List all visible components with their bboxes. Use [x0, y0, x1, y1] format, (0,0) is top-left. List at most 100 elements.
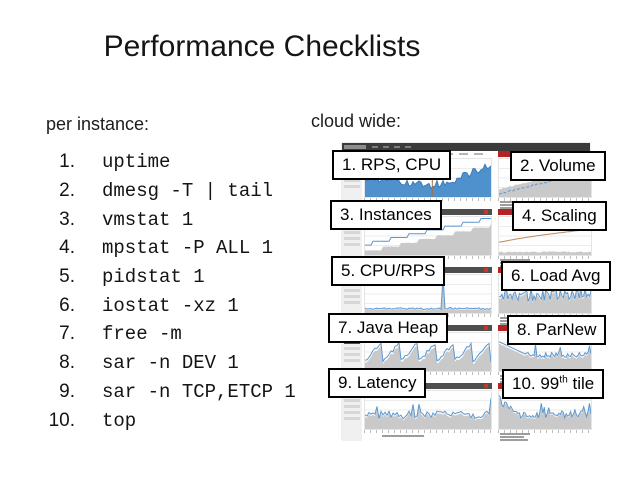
topbar-menu-item — [405, 146, 411, 148]
cloud-wide-heading: cloud wide: — [311, 111, 402, 131]
alert-badge — [498, 325, 512, 331]
command-text: pidstat 1 — [102, 266, 205, 289]
list-item: 10.top — [44, 406, 296, 435]
chart-legend — [500, 433, 530, 435]
list-number: 9. — [59, 380, 75, 402]
chart-label-7: 7. Java Heap — [328, 313, 449, 343]
chart-label-4: 4. Scaling — [512, 201, 607, 231]
chart-label-9: 9. Latency — [328, 368, 427, 398]
list-number: 7. — [59, 323, 75, 345]
label-text-post: tile — [567, 374, 595, 393]
list-item: 5. pidstat 1 — [44, 263, 296, 292]
command-text: sar -n TCP,ETCP 1 — [102, 380, 296, 403]
label-text: 10. 99 — [512, 374, 560, 393]
dashboard-sidebar — [342, 390, 362, 441]
sidebar-item — [344, 411, 360, 414]
list-number: 6. — [59, 294, 75, 316]
panel-header-alert-icon — [484, 384, 488, 388]
sidebar-item — [344, 405, 360, 408]
x-axis-ticks — [498, 256, 592, 259]
command-list: 1. uptime 2. dmesg -T | tail 3. vmstat 1 4. mps… — [44, 148, 296, 435]
command-text: sar -n DEV 1 — [102, 352, 239, 375]
list-item: 4. mpstat -P ALL 1 — [44, 234, 296, 263]
chart-legend — [382, 435, 424, 437]
sidebar-item — [344, 231, 360, 234]
chart-legend — [500, 436, 524, 438]
chart-legend — [500, 259, 530, 261]
chart-label-8: 8. ParNew — [507, 315, 607, 345]
sidebar-item — [344, 243, 360, 246]
chart-legend — [500, 439, 528, 441]
topbar-menu-item — [383, 146, 389, 148]
list-number: 5. — [59, 266, 75, 288]
x-axis-ticks — [364, 430, 492, 433]
alert-badge — [498, 151, 512, 157]
per-instance-heading: per instance: — [46, 114, 150, 134]
list-number: 4. — [59, 237, 75, 259]
label-text: 5. CPU/RPS — [341, 261, 436, 280]
sidebar-item — [344, 301, 360, 304]
list-item: 8. sar -n DEV 1 — [44, 349, 296, 378]
command-text: mpstat -P ALL 1 — [102, 237, 274, 260]
sidebar-item — [344, 417, 360, 420]
command-text: top — [102, 409, 137, 432]
dashboard-chart-7 — [364, 341, 492, 371]
sidebar-item — [344, 179, 360, 182]
list-item: 9. sar -n TCP,ETCP 1 — [44, 378, 296, 407]
sidebar-item — [344, 295, 360, 298]
list-number: 2. — [59, 180, 75, 202]
slide-title: Performance Checklists — [103, 30, 421, 63]
panel-header-alert-icon — [484, 268, 488, 272]
x-axis-ticks — [364, 198, 492, 201]
chart-label-1: 1. RPS, CPU — [332, 150, 452, 180]
topbar-menu-item — [372, 146, 378, 148]
label-superscript: th — [559, 374, 568, 386]
dashboard-chart-10 — [498, 395, 592, 429]
alert-badge — [498, 209, 512, 215]
panel-header-alert-icon — [484, 210, 488, 214]
list-item: 6. iostat -xz 1 — [44, 291, 296, 320]
dashboard-chart-9 — [364, 398, 492, 429]
list-number: 3. — [59, 208, 75, 230]
sidebar-item — [344, 399, 360, 402]
list-item: 1. uptime — [44, 148, 296, 177]
label-text: 1. RPS, CPU — [342, 155, 442, 174]
x-axis-ticks — [364, 372, 492, 375]
chart-label-5: 5. CPU/RPS — [331, 256, 446, 286]
label-text: 3. Instances — [340, 205, 432, 224]
command-text: vmstat 1 — [102, 208, 194, 231]
chart-label-2: 2. Volume — [510, 151, 606, 181]
command-text: uptime — [102, 151, 171, 174]
command-text: free -m — [102, 323, 182, 346]
sidebar-item — [344, 347, 360, 350]
list-number: 8. — [59, 352, 75, 374]
label-text: 2. Volume — [520, 156, 596, 175]
sidebar-item — [344, 237, 360, 240]
toolbar-link — [474, 153, 483, 155]
label-text: 4. Scaling — [522, 206, 597, 225]
list-item: 3. vmstat 1 — [44, 205, 296, 234]
label-text: 8. ParNew — [517, 320, 597, 339]
sidebar-item — [344, 359, 360, 362]
panel-header-alert-icon — [484, 326, 488, 330]
chart-label-10: 10. 99th tile — [502, 369, 605, 399]
topbar-menu-item — [394, 146, 400, 148]
list-item: 2. dmesg -T | tail — [44, 177, 296, 206]
label-text: 6. Load Avg — [511, 266, 601, 285]
sidebar-item — [344, 289, 360, 292]
chart-panel-9 — [364, 390, 492, 430]
sidebar-item — [344, 185, 360, 188]
dashboard-topbar — [342, 143, 590, 151]
x-axis-ticks — [498, 198, 592, 201]
list-item: 7. free -m — [44, 320, 296, 349]
list-number: 1. — [59, 151, 75, 173]
command-text: iostat -xz 1 — [102, 294, 239, 317]
chart-label-3: 3. Instances — [330, 200, 442, 230]
toolbar-link — [459, 153, 468, 155]
label-text: 9. Latency — [338, 373, 417, 392]
command-text: dmesg -T | tail — [102, 180, 274, 203]
chart-label-6: 6. Load Avg — [501, 261, 611, 291]
label-text: 7. Java Heap — [338, 318, 439, 337]
x-axis-ticks — [498, 430, 592, 433]
sidebar-item — [344, 353, 360, 356]
